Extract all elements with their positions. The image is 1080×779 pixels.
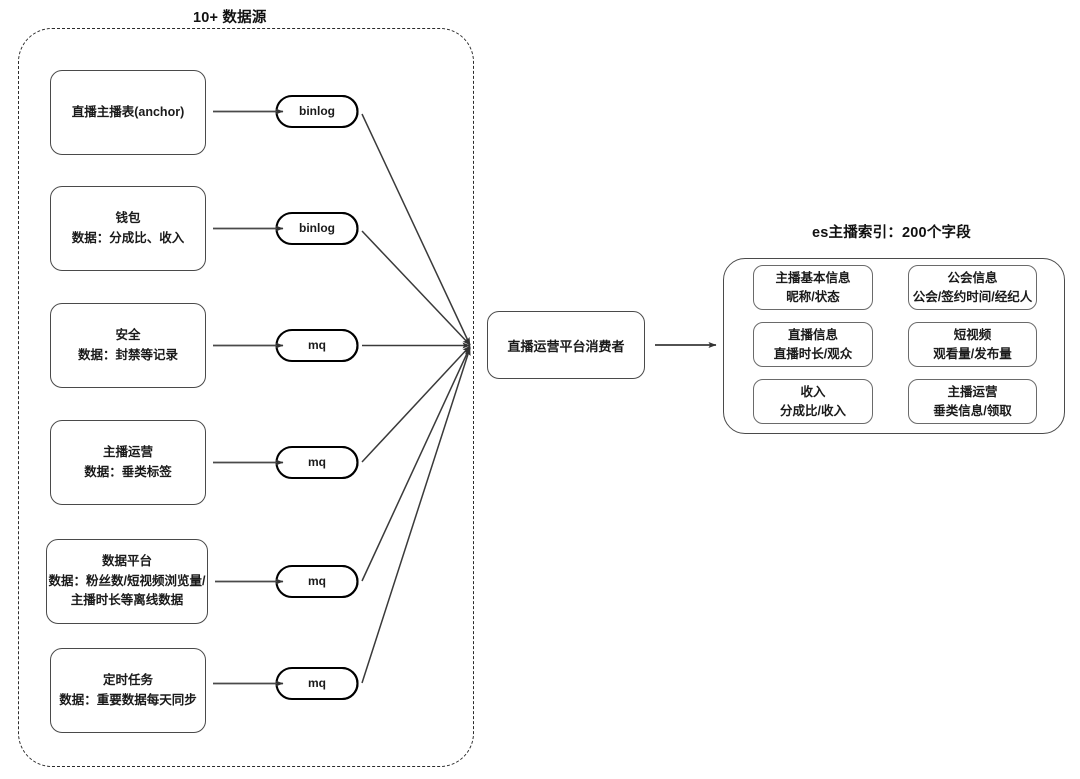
source-box-security[interactable]: 安全数据：封禁等记录 — [50, 303, 206, 388]
source-box-scheduled-task[interactable]: 定时任务数据：重要数据每天同步 — [50, 648, 206, 733]
source-box-text: 安全数据：封禁等记录 — [77, 328, 178, 362]
es-card-text: 公会信息公会/签约时间/经纪人 — [912, 270, 1033, 304]
source-box-wallet[interactable]: 钱包数据：分成比、收入 — [50, 186, 206, 271]
queue-label-binlog-1: binlog — [299, 104, 335, 118]
es-card-text: 主播运营垂类信息/领取 — [933, 384, 1012, 418]
es-card-text: 收入分成比/收入 — [780, 384, 846, 418]
consumer-box[interactable]: 直播运营平台消费者 — [487, 311, 645, 379]
es-card-short-video[interactable]: 短视频观看量/发布量 — [908, 322, 1037, 367]
consumer-label: 直播运营平台消费者 — [507, 338, 625, 354]
sources-group-title: 10+ 数据源 — [193, 10, 267, 26]
source-box-text: 定时任务数据：重要数据每天同步 — [59, 673, 197, 707]
queue-label-mq-2: mq — [308, 455, 326, 469]
source-box-text: 主播运营数据：垂类标签 — [84, 445, 172, 479]
queue-label-mq-1: mq — [308, 338, 326, 352]
es-group-title: es主播索引：200个字段 — [812, 225, 971, 241]
es-card-anchor-ops[interactable]: 主播运营垂类信息/领取 — [908, 379, 1037, 424]
queue-label-binlog-2: binlog — [299, 221, 335, 235]
es-card-anchor-basic[interactable]: 主播基本信息昵称/状态 — [753, 265, 873, 310]
source-box-data-platform[interactable]: 数据平台数据：粉丝数/短视频浏览量/主播时长等离线数据 — [46, 539, 208, 624]
es-card-income[interactable]: 收入分成比/收入 — [753, 379, 873, 424]
source-box-anchor-ops[interactable]: 主播运营数据：垂类标签 — [50, 420, 206, 505]
source-box-text: 数据平台数据：粉丝数/短视频浏览量/主播时长等离线数据 — [48, 554, 206, 608]
queue-label-mq-4: mq — [308, 676, 326, 690]
source-box-text: 直播主播表(anchor) — [71, 104, 185, 119]
source-box-anchor-table[interactable]: 直播主播表(anchor) — [50, 70, 206, 155]
es-card-text: 短视频观看量/发布量 — [933, 327, 1012, 361]
es-card-text: 主播基本信息昵称/状态 — [775, 270, 851, 304]
es-card-live-info[interactable]: 直播信息直播时长/观众 — [753, 322, 873, 367]
sources-dashed-container — [18, 28, 474, 767]
es-card-guild-info[interactable]: 公会信息公会/签约时间/经纪人 — [908, 265, 1037, 310]
source-box-text: 钱包数据：分成比、收入 — [71, 211, 185, 245]
es-card-text: 直播信息直播时长/观众 — [773, 327, 853, 361]
queue-label-mq-3: mq — [308, 574, 326, 588]
